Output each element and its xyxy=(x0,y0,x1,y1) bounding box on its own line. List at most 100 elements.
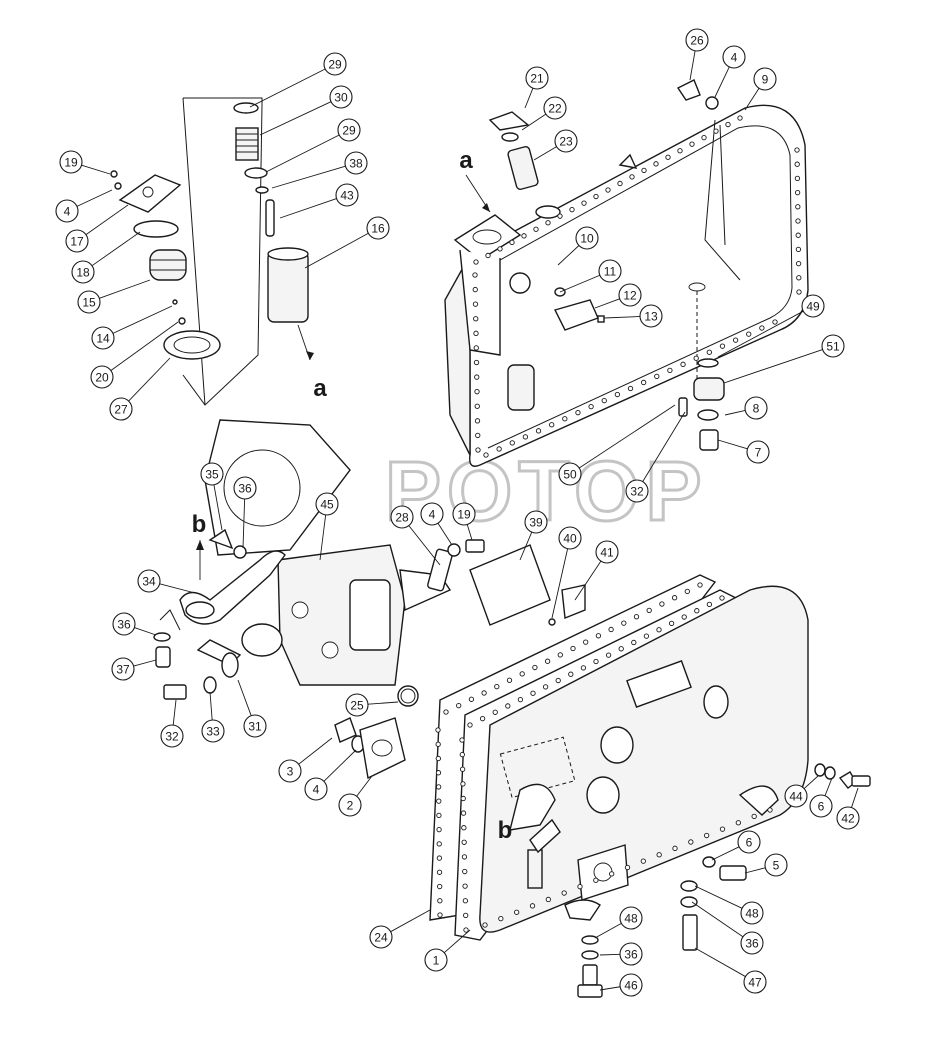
bolt-hole xyxy=(496,446,502,452)
callout-c4b: 4 xyxy=(722,45,746,69)
leader-line-c10 xyxy=(557,245,580,266)
callout-number: 23 xyxy=(559,135,573,149)
callout-c29b: 29 xyxy=(337,118,361,142)
leader-line-c4b xyxy=(714,66,730,98)
bolt-hole xyxy=(677,148,683,154)
bolt-hole xyxy=(473,259,479,265)
bolt-hole xyxy=(485,252,491,259)
callout-c37: 37 xyxy=(111,657,135,681)
leader-line-c4c xyxy=(437,522,453,546)
leader-line-c25 xyxy=(367,701,399,705)
leader-line-c50 xyxy=(578,404,676,469)
bolt-hole xyxy=(653,161,659,167)
callout-number: 11 xyxy=(604,265,617,279)
bolt-hole xyxy=(456,703,462,709)
bolt-hole xyxy=(659,601,665,607)
callout-c49: 49 xyxy=(801,294,825,318)
leader-line-c8 xyxy=(724,409,746,416)
callout-number: 42 xyxy=(841,812,855,826)
bolt-hole xyxy=(436,841,442,847)
bolt-hole xyxy=(568,671,574,677)
bolt-hole xyxy=(436,798,442,804)
bolt-hole xyxy=(436,855,443,861)
bolt-hole xyxy=(460,795,466,802)
callout-c38: 38 xyxy=(344,151,368,175)
bolt-hole xyxy=(725,121,731,128)
callout-number: 51 xyxy=(826,340,840,354)
leader-line-c35 xyxy=(213,484,223,531)
callout-c17: 17 xyxy=(65,229,89,253)
callout-c50: 50 xyxy=(558,462,582,486)
callout-number: 37 xyxy=(116,663,130,677)
callout-c36b: 36 xyxy=(112,612,136,636)
callout-number: 2 xyxy=(347,799,354,813)
leader-line-c22 xyxy=(521,113,547,131)
bolt-hole xyxy=(462,898,469,904)
bolt-hole xyxy=(467,722,473,728)
leader-line-c1 xyxy=(443,929,471,954)
bolt-hole xyxy=(713,128,719,134)
callout-number: 7 xyxy=(755,446,762,460)
callout-c30: 30 xyxy=(329,85,353,109)
bolt-hole xyxy=(795,204,801,210)
callout-number: 14 xyxy=(96,332,110,346)
bolt-hole xyxy=(795,260,802,267)
bolt-hole xyxy=(514,909,520,915)
bolt-hole xyxy=(461,825,467,831)
callout-number: 1 xyxy=(433,954,440,968)
leader-line-c32a xyxy=(642,411,686,482)
leader-line-c6b xyxy=(711,846,740,861)
callout-number: 21 xyxy=(530,72,544,86)
callout-c43: 43 xyxy=(335,183,359,207)
callout-c36c: 36 xyxy=(740,931,764,955)
bolt-hole xyxy=(475,432,481,439)
callout-c41: 41 xyxy=(595,540,619,564)
callout-c45: 45 xyxy=(315,492,339,516)
bolt-hole xyxy=(794,189,801,196)
bolt-hole xyxy=(672,845,678,851)
bolt-hole xyxy=(580,665,587,671)
bolt-hole xyxy=(545,220,551,226)
bolt-hole xyxy=(436,826,442,833)
callout-c13: 13 xyxy=(639,304,663,328)
callout-number: 19 xyxy=(64,156,78,170)
callout-c14: 14 xyxy=(91,326,115,350)
callout-number: 12 xyxy=(623,289,637,303)
leader-line-c12 xyxy=(594,298,620,309)
bolt-hole xyxy=(437,898,443,904)
bolt-hole xyxy=(462,868,468,875)
bolt-hole xyxy=(473,359,480,366)
bolt-hole xyxy=(482,922,488,928)
bolt-hole xyxy=(462,883,468,889)
callout-c4d: 4 xyxy=(304,777,328,801)
bolt-hole xyxy=(719,826,726,832)
callout-number: 32 xyxy=(165,730,179,744)
bolt-hole xyxy=(706,601,713,607)
leader-line-c40 xyxy=(551,548,569,619)
bolt-hole xyxy=(706,349,712,355)
leader-line-c5 xyxy=(744,867,766,874)
leader-line-c37 xyxy=(133,659,157,667)
callout-bubbles: 2930293843161941718151420272122232649101… xyxy=(55,28,860,997)
callout-number: 43 xyxy=(340,189,354,203)
bolt-hole xyxy=(671,595,678,601)
callout-c2: 2 xyxy=(338,793,362,817)
callout-number: 4 xyxy=(731,51,738,65)
bolt-hole xyxy=(517,696,524,703)
callout-number: 29 xyxy=(342,124,356,138)
filter-cover-parts xyxy=(110,170,221,360)
bolt-hole xyxy=(621,620,627,626)
bolt-hole xyxy=(684,588,690,594)
bolt-hole xyxy=(624,864,631,871)
callout-c4c: 4 xyxy=(420,502,444,526)
gasket-bolt-holes xyxy=(435,115,802,933)
bolt-hole xyxy=(473,316,479,322)
callout-c5: 5 xyxy=(764,853,788,877)
leader-line-c38 xyxy=(271,165,346,189)
leader-line-c14 xyxy=(112,305,173,334)
bolt-hole xyxy=(609,871,615,877)
bolt-hole xyxy=(595,633,602,639)
leader-line-c27 xyxy=(128,357,171,402)
